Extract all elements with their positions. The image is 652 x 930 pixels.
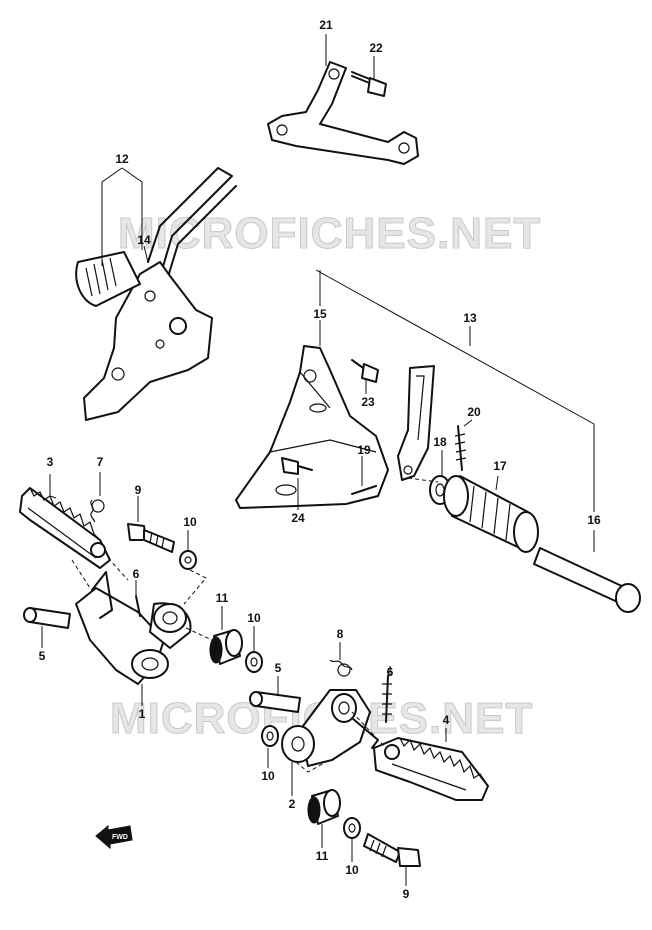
bracket-part-21 [267,61,419,165]
callout-14: 14 [137,233,151,247]
callout-18: 18 [433,435,447,449]
spring-part-7 [90,499,105,523]
bolt-part-24 [281,457,313,475]
callout-10b: 10 [247,611,261,625]
callout-5b: 5 [275,661,282,675]
callout-8: 8 [337,627,344,641]
callout-17: 17 [493,459,507,473]
spring-part-8 [329,659,353,677]
footpeg-part-4 [373,737,489,801]
callout-2: 2 [289,797,296,811]
callout-10a: 10 [183,515,197,529]
callout-23: 23 [361,395,375,409]
footrest-arm-part-1 [75,571,192,685]
bushing-part-11-right [307,789,341,825]
callout-20: 20 [467,405,481,419]
callout-3: 3 [47,455,54,469]
callout-22: 22 [369,41,383,55]
assembly-guides [71,477,439,773]
callout-21: 21 [319,18,333,32]
callout-11b: 11 [316,849,329,863]
callout-10c: 10 [261,769,275,783]
forward-arrow-icon: FWD [95,824,133,850]
footrest-arm-part-2 [281,689,379,767]
pin-part-16 [533,547,641,613]
spring-part-20 [454,425,467,471]
callout-6a: 6 [133,567,140,581]
washer-part-10-upper-left [179,550,197,570]
footrest-bracket-part-12 [75,167,237,421]
forward-arrow-label: FWD [112,834,128,841]
callout-10d: 10 [345,863,359,877]
footpeg-rubber-part-17 [443,475,539,553]
callout-24: 24 [291,511,305,525]
callout-5a: 5 [39,649,46,663]
callout-labels: 21 22 12 14 13 15 23 20 18 19 17 24 16 3… [39,18,601,901]
bolt-part-23 [351,359,379,383]
spring-pin-part-6-right [382,675,392,723]
callout-9a: 9 [135,483,142,497]
callout-6b: 6 [387,665,394,679]
bolt-part-9-right [363,833,421,867]
callout-1: 1 [139,707,146,721]
clip-part-19 [351,485,377,495]
callout-9b: 9 [403,887,410,901]
bolt-part-9-left [127,523,175,553]
bushing-part-11-left [209,629,243,665]
callout-12: 12 [115,152,129,166]
washer-part-10-lower-right [343,817,361,839]
heel-guard-part-13 [397,365,435,481]
callout-19: 19 [357,443,371,457]
spring-pin-part-6-left [135,595,141,617]
footrest-bracket-part-15 [235,345,389,509]
callout-15: 15 [313,307,327,321]
callout-16: 16 [587,513,601,527]
callout-13: 13 [463,311,477,325]
callout-11a: 11 [216,591,229,605]
leader-lines [41,34,595,886]
callout-7: 7 [97,455,104,469]
bolt-part-22 [351,71,387,97]
pin-part-5-left [23,607,71,629]
washer-part-10-mid [245,651,263,673]
footpeg-part-3 [19,487,111,569]
watermark-top: MICROFICHES.NET [118,209,541,258]
washer-part-10-lower-left [261,725,279,747]
callout-4: 4 [443,713,450,727]
pin-part-5-right [249,691,301,713]
